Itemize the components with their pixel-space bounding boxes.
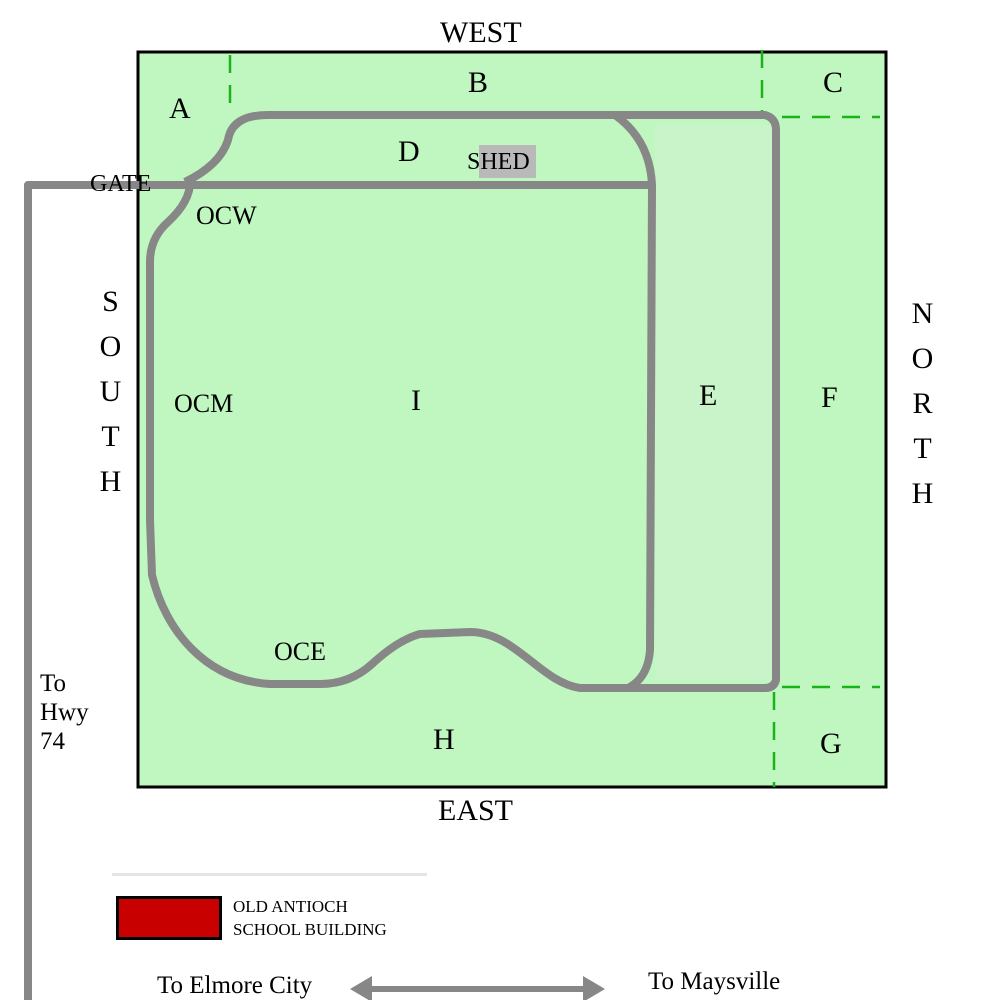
roads <box>24 111 780 1000</box>
section-f: F <box>821 381 838 414</box>
section-e: E <box>699 379 718 412</box>
label-north: NORTH <box>901 297 939 522</box>
label-to-maysville: To Maysville <box>648 968 781 995</box>
legend-school-label: OLD ANTIOCH SCHOOL BUILDING <box>233 895 387 941</box>
road-outer-loop <box>146 111 780 692</box>
label-ocm: OCM <box>174 389 234 418</box>
label-to-elmore-city: To Elmore City <box>157 972 313 999</box>
road-inner <box>612 111 656 692</box>
hwy-line-2: Hwy <box>40 699 89 726</box>
label-south: SOUTH <box>89 285 127 510</box>
hwy-line-3: 74 <box>40 728 65 755</box>
hwy-line-1: To <box>40 670 67 697</box>
label-south-text: SOUTH <box>94 285 127 510</box>
section-c: C <box>823 66 844 99</box>
section-g: G <box>820 727 842 760</box>
label-to-hwy-74: To Hwy 74 <box>40 669 89 756</box>
legend-line-2: SCHOOL BUILDING <box>233 920 387 939</box>
legend-line-1: OLD ANTIOCH <box>233 897 348 916</box>
legend-school-swatch <box>116 896 222 940</box>
section-dividers <box>228 50 880 787</box>
section-e-strip <box>655 125 773 680</box>
section-a: A <box>169 92 191 125</box>
section-b: B <box>468 66 489 99</box>
legend-divider <box>112 873 427 876</box>
section-h: H <box>433 723 455 756</box>
road-to-hwy <box>24 181 655 1000</box>
section-i: I <box>411 384 421 417</box>
label-north-text: NORTH <box>906 297 939 522</box>
label-east: EAST <box>438 794 513 827</box>
label-gate: GATE <box>90 171 152 197</box>
section-d: D <box>398 135 420 168</box>
label-ocw: OCW <box>196 201 257 230</box>
road-arrow <box>350 976 605 1000</box>
label-oce: OCE <box>274 637 326 666</box>
label-shed: SHED <box>467 149 530 175</box>
label-west: WEST <box>440 16 522 49</box>
shed <box>479 145 536 178</box>
